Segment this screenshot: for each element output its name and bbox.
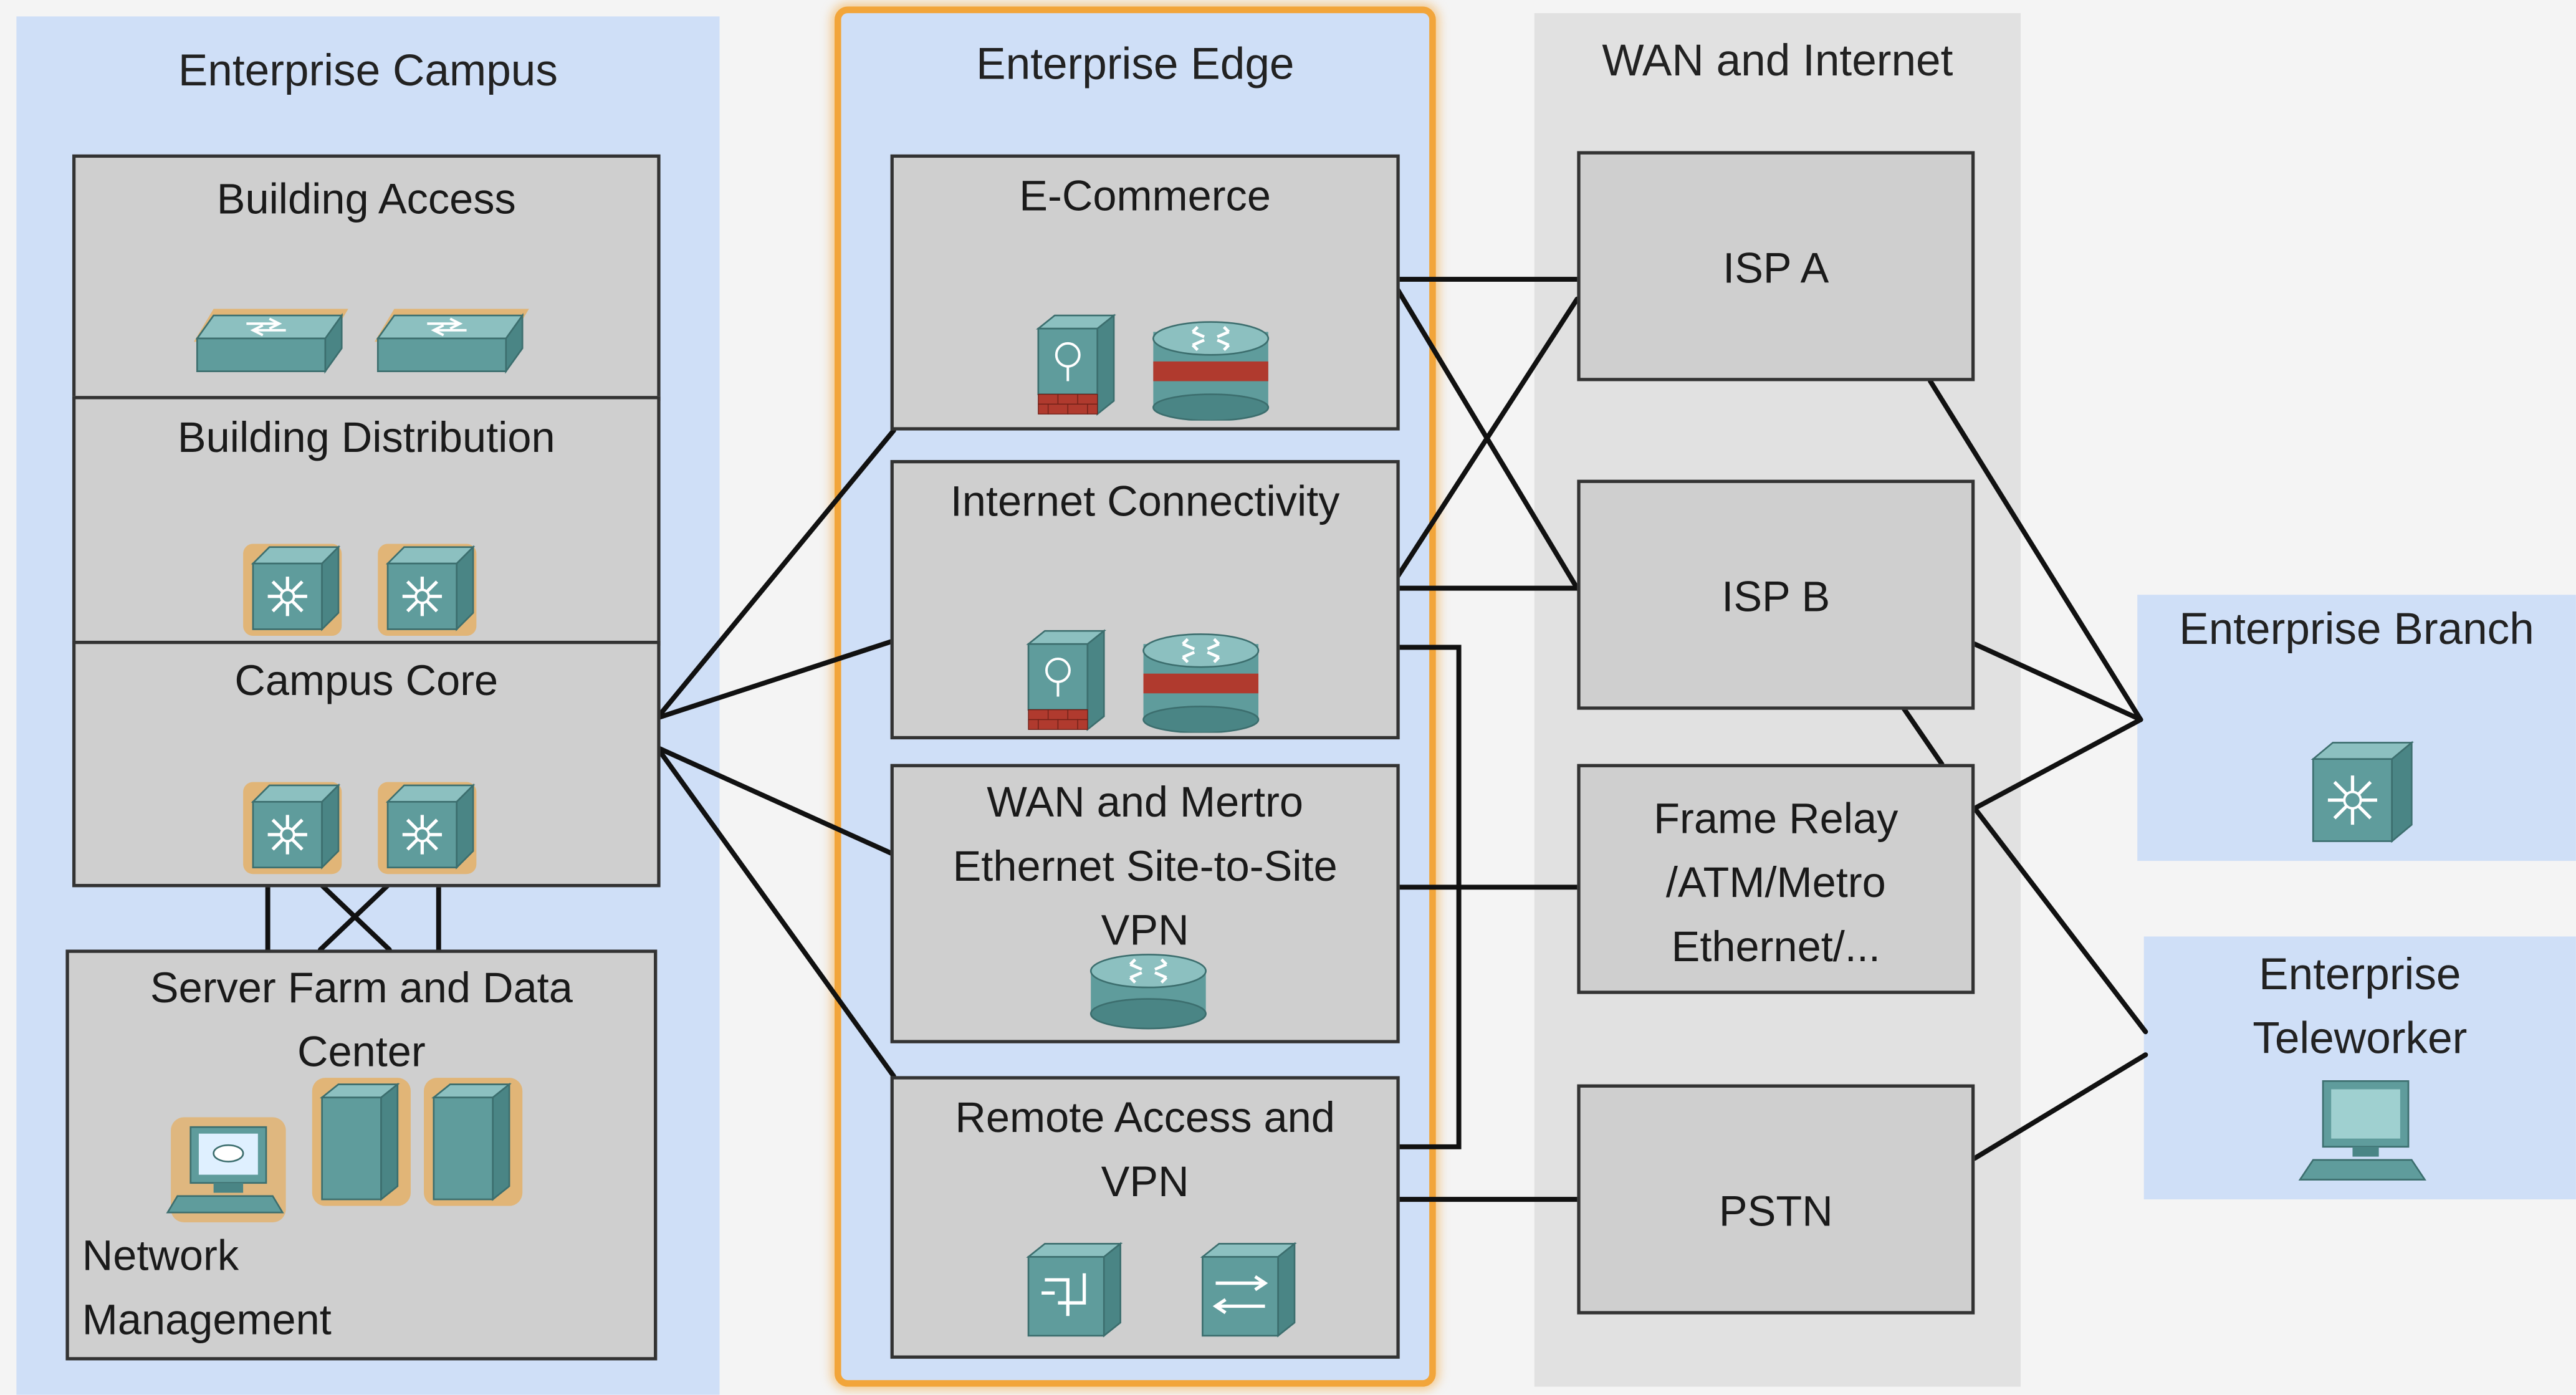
firewall-icon bbox=[1036, 314, 1116, 416]
server-farm-box: Server Farm and Data Center Network Mana… bbox=[65, 949, 658, 1361]
core-to-remote-link bbox=[654, 745, 896, 1079]
core-to-ecommerce-link bbox=[654, 428, 896, 721]
wan-metro-vpn-label-2: Ethernet Site-to-Site bbox=[952, 841, 1338, 891]
building-distribution-box: Building Distribution bbox=[72, 396, 661, 646]
multilayer-switch-icon bbox=[2310, 741, 2414, 843]
framerelay-branch-link bbox=[1972, 717, 2143, 811]
frame-relay-label-1: Frame Relay bbox=[1654, 793, 1898, 843]
vpn-concentrator-icon bbox=[1200, 1242, 1297, 1338]
network-management-label-2: Management bbox=[82, 1295, 332, 1345]
server-icon bbox=[424, 1078, 523, 1206]
core-to-wan-vpn-link bbox=[654, 745, 896, 857]
building-access-box: Building Access bbox=[72, 154, 661, 401]
wan-metro-vpn-label-1: WAN and Mertro bbox=[987, 777, 1304, 827]
frame-relay-box: Frame Relay /ATM/Metro Ethernet/... bbox=[1577, 764, 1975, 994]
pstn-label: PSTN bbox=[1718, 1186, 1833, 1236]
isp-a-box: ISP A bbox=[1577, 151, 1975, 381]
enterprise-teleworker-title-2: Teleworker bbox=[2253, 1014, 2468, 1063]
enterprise-branch-title: Enterprise Branch bbox=[2179, 604, 2534, 654]
pstn-box: PSTN bbox=[1577, 1084, 1975, 1315]
ispb-framerelay-link bbox=[1900, 704, 1945, 767]
frame-relay-label-2: /ATM/Metro bbox=[1665, 857, 1886, 907]
multilayer-switch-icon bbox=[243, 782, 342, 875]
wan-metro-vpn-label-3: VPN bbox=[1101, 905, 1189, 955]
router-icon bbox=[1142, 633, 1260, 733]
switch-icon bbox=[194, 309, 348, 374]
firewall-icon bbox=[1026, 629, 1107, 732]
network-management-label-1: Network bbox=[82, 1230, 239, 1280]
access-server-icon bbox=[1026, 1242, 1123, 1338]
ispb-branch-link bbox=[1972, 641, 2143, 722]
isp-a-label: ISP A bbox=[1723, 243, 1829, 293]
wan-metro-vpn-box: WAN and Mertro Ethernet Site-to-Site VPN bbox=[890, 764, 1400, 1043]
remote-access-vpn-label-2: VPN bbox=[1101, 1156, 1189, 1206]
workstation-icon bbox=[166, 1117, 286, 1223]
framerelay-teleworker-link bbox=[1972, 805, 2148, 1035]
wan-internet-title: WAN and Internet bbox=[1602, 36, 1953, 86]
multilayer-switch-icon bbox=[378, 782, 477, 875]
internet-connectivity-box: Internet Connectivity bbox=[890, 460, 1400, 740]
enterprise-teleworker-title-1: Enterprise bbox=[2259, 949, 2461, 999]
ecommerce-box: E-Commerce bbox=[890, 154, 1400, 431]
building-access-label: Building Access bbox=[216, 174, 516, 224]
internet-ispa-link bbox=[1394, 296, 1580, 581]
ecommerce-label: E-Commerce bbox=[1019, 171, 1271, 221]
server-farm-label-2: Center bbox=[297, 1027, 426, 1076]
campus-core-box: Campus Core bbox=[72, 640, 661, 888]
switch-icon bbox=[374, 309, 529, 374]
ispa-branch-link bbox=[1928, 378, 2143, 722]
remote-access-vpn-box: Remote Access and VPN bbox=[890, 1076, 1400, 1359]
remote-access-vpn-label-1: Remote Access and bbox=[955, 1092, 1335, 1142]
enterprise-edge-title: Enterprise Edge bbox=[976, 39, 1295, 89]
router-icon bbox=[1089, 954, 1207, 1030]
server-icon bbox=[312, 1078, 411, 1206]
multilayer-switch-icon bbox=[378, 544, 477, 636]
multilayer-switch-icon bbox=[243, 544, 342, 636]
campus-core-label: Campus Core bbox=[234, 655, 499, 705]
server-farm-label-1: Server Farm and Data bbox=[150, 962, 573, 1012]
enterprise-campus-title: Enterprise Campus bbox=[178, 46, 558, 95]
core-to-internet-link bbox=[654, 638, 896, 721]
router-icon bbox=[1152, 321, 1270, 421]
internet-remote-loop bbox=[1394, 645, 1462, 1149]
isp-b-label: ISP B bbox=[1721, 572, 1831, 621]
isp-b-box: ISP B bbox=[1577, 479, 1975, 710]
frame-relay-label-3: Ethernet/... bbox=[1671, 921, 1880, 971]
core-server-cross-2 bbox=[318, 881, 392, 952]
workstation-icon bbox=[2298, 1080, 2426, 1181]
pstn-teleworker-link bbox=[1972, 1052, 2148, 1161]
internet-connectivity-label: Internet Connectivity bbox=[950, 476, 1340, 526]
building-distribution-label: Building Distribution bbox=[177, 412, 555, 462]
